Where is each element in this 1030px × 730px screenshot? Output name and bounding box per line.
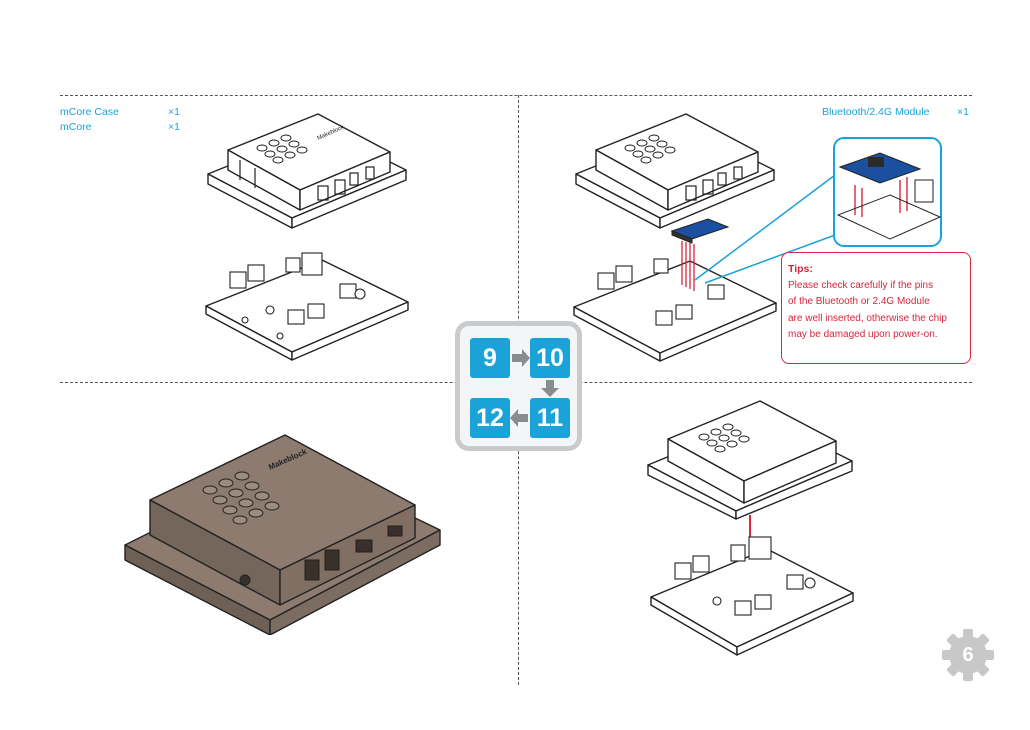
part-mcore-qty: ×1 xyxy=(168,121,180,133)
step-sequence-box: 9 10 11 12 xyxy=(455,321,582,451)
step-12-badge: 12 xyxy=(470,398,510,438)
gear-icon xyxy=(942,629,994,681)
step11-case-illustration xyxy=(647,400,853,520)
tips-line-4: may be damaged upon power-on. xyxy=(788,329,938,340)
top-divider xyxy=(60,95,972,96)
part-mcore-case-label: mCore Case xyxy=(60,106,119,118)
step9-board-illustration xyxy=(205,252,409,361)
step9-case-illustration: Makeblock xyxy=(207,113,407,229)
arrow-right-icon xyxy=(512,349,530,367)
step-arrows xyxy=(510,349,559,427)
tips-box: Tips: Please check carefully if the pins… xyxy=(781,252,971,364)
step10-case-illustration xyxy=(575,113,775,229)
arrow-down-icon xyxy=(541,380,559,397)
module-zoom-callout xyxy=(694,137,942,284)
part-mcore-label: mCore xyxy=(60,121,92,133)
step12-assembled-case-illustration: Makeblock xyxy=(124,434,441,635)
parts-list-right: Bluetooth/2.4G Module ×1 xyxy=(822,105,972,121)
tips-line-1: Please check carefully if the pins xyxy=(788,279,934,291)
tips-line-3: are well inserted, otherwise the chip xyxy=(788,312,947,324)
step10-board-illustration xyxy=(573,218,777,362)
tips-title: Tips: xyxy=(788,263,813,275)
step-11-badge: 11 xyxy=(530,398,570,438)
page-number: 6 xyxy=(962,643,974,666)
parts-list-left: mCore Case ×1 mCore ×1 xyxy=(60,105,190,137)
arrow-left-icon xyxy=(510,409,528,427)
part-mcore-case-qty: ×1 xyxy=(168,106,180,118)
part-bluetooth-module-qty: ×1 xyxy=(957,106,969,118)
step-9-badge: 9 xyxy=(470,338,510,378)
step-10-badge: 10 xyxy=(530,338,570,378)
part-bluetooth-module-label: Bluetooth/2.4G Module xyxy=(822,106,930,118)
step11-board-illustration xyxy=(650,536,854,656)
tips-line-2: of the Bluetooth or 2.4G Module xyxy=(788,296,930,307)
